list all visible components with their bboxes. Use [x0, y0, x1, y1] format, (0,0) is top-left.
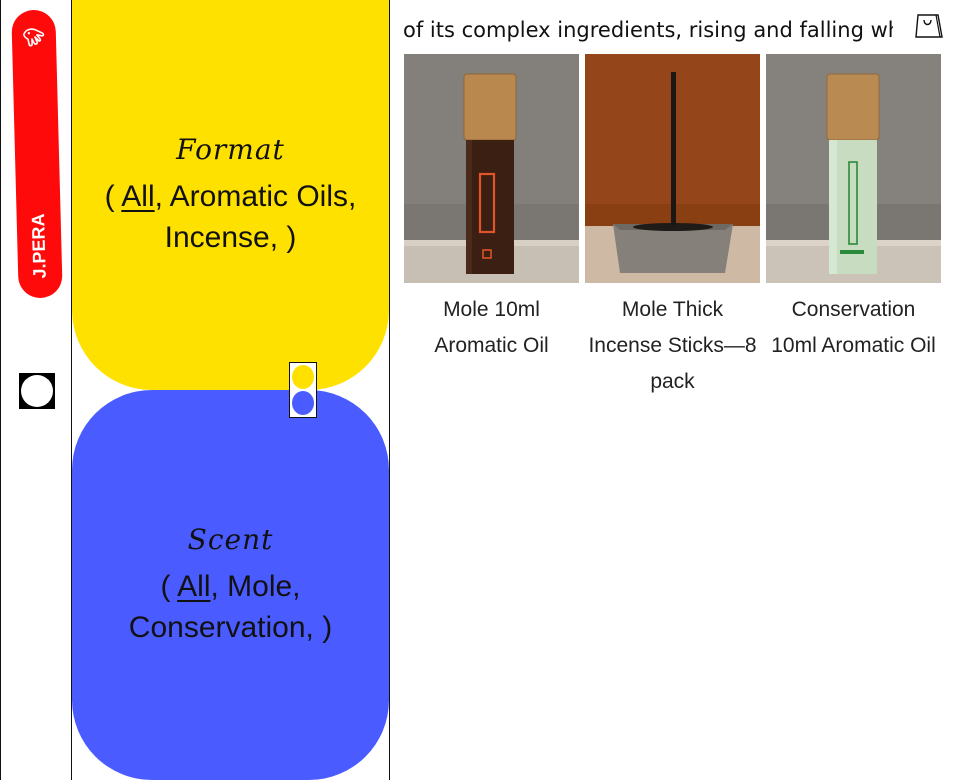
product-name[interactable]: Mole 10ml Aromatic Oil	[434, 298, 549, 357]
scent-title: Scent	[187, 522, 274, 556]
yellow-dot	[292, 365, 314, 389]
format-open-paren: (	[104, 179, 122, 213]
scent-option-mole[interactable]: Mole,	[227, 569, 301, 603]
brand-wordmark: J.PERA	[28, 213, 50, 279]
format-option-all[interactable]: All	[121, 179, 155, 213]
format-title: Format	[176, 132, 285, 166]
scent-close-paren: )	[313, 610, 333, 644]
format-option-aromatic-oils[interactable]: Aromatic Oils,	[169, 179, 357, 213]
scent-option-all[interactable]: All	[177, 569, 211, 603]
format-options: ( All, Aromatic Oils, Incense, )	[72, 176, 389, 258]
circle-icon	[21, 375, 53, 407]
product-grid: Mole 10ml Aromatic Oil Mole Thick Incens…	[404, 54, 941, 400]
product-image-green-bottle[interactable]	[766, 54, 941, 283]
scent-filter: Scent ( All, Mole, Conservation, )	[72, 390, 389, 780]
scent-options: ( All, Mole, Conservation, )	[72, 566, 389, 648]
scrolling-ticker: of its complex ingredients, rising and f…	[403, 18, 893, 42]
scent-open-paren: (	[160, 569, 178, 603]
blue-dot	[292, 391, 314, 415]
menu-circle-button[interactable]	[19, 373, 55, 409]
format-filter: Format ( All, Aromatic Oils, Incense, )	[72, 0, 389, 390]
hand-logo-icon	[23, 28, 45, 47]
scent-sep: ,	[210, 569, 228, 603]
product-name[interactable]: Conservation 10ml Aromatic Oil	[771, 298, 936, 357]
product-card[interactable]: Conservation 10ml Aromatic Oil	[766, 54, 941, 400]
brand-logo[interactable]: J.PERA	[11, 9, 63, 299]
left-rail: J.PERA	[0, 0, 72, 780]
product-name[interactable]: Mole Thick Incense Sticks—8 pack	[588, 298, 757, 393]
product-card[interactable]: Mole 10ml Aromatic Oil	[404, 54, 579, 400]
product-image-incense[interactable]	[585, 54, 760, 283]
product-image-amber-bottle[interactable]	[404, 54, 579, 283]
filter-panel: Format ( All, Aromatic Oils, Incense, ) …	[72, 0, 390, 780]
two-dot-toggle-icon[interactable]	[289, 362, 317, 418]
shopping-bag-icon[interactable]	[914, 12, 944, 40]
product-card[interactable]: Mole Thick Incense Sticks—8 pack	[585, 54, 760, 400]
product-area: of its complex ingredients, rising and f…	[390, 0, 955, 780]
format-close-paren: )	[278, 220, 297, 254]
format-option-incense[interactable]: Incense,	[164, 220, 279, 254]
scent-option-conservation[interactable]: Conservation,	[128, 610, 314, 644]
format-sep: ,	[154, 179, 170, 213]
